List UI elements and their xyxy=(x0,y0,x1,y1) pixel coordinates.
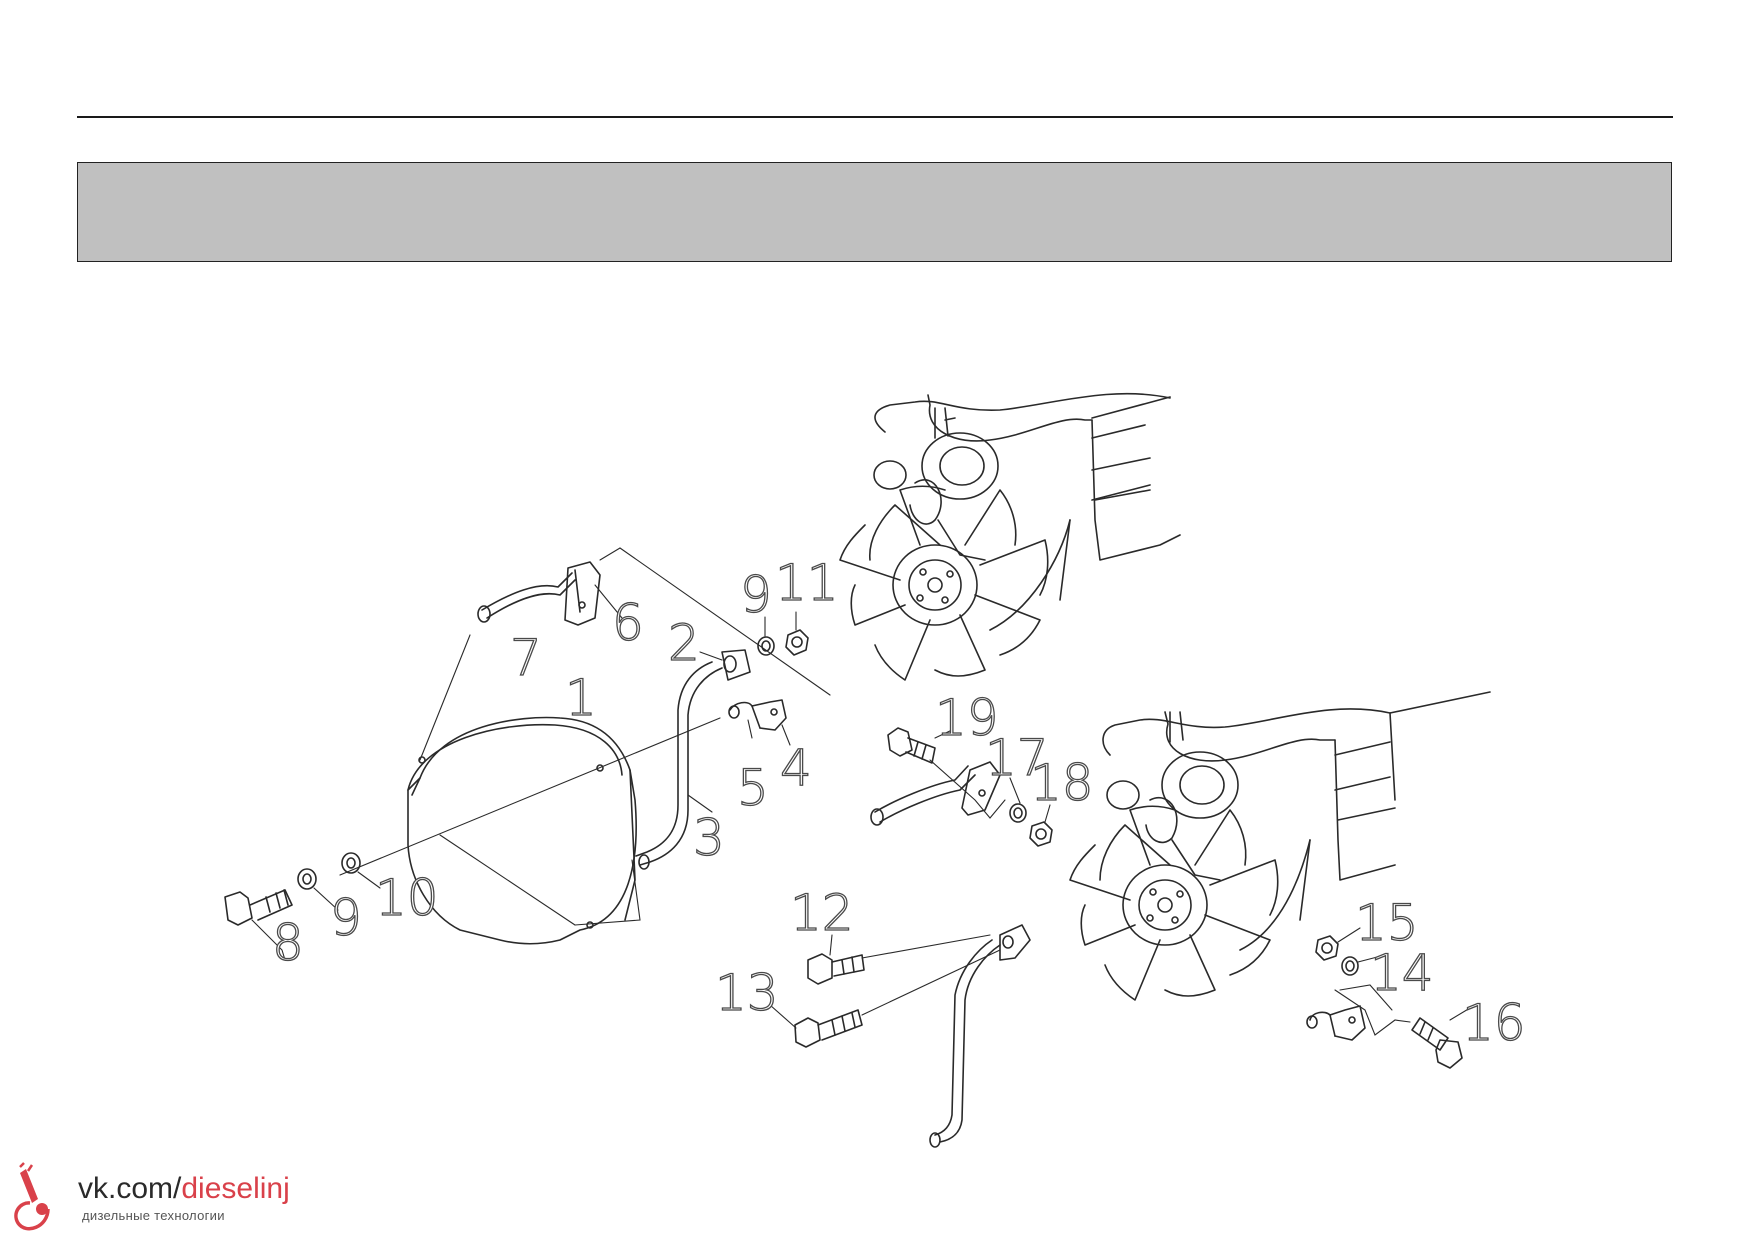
banjo-fitting-part-14 xyxy=(1306,984,1411,1041)
oil-line-part-3 xyxy=(635,661,723,870)
fan-upper xyxy=(839,485,1049,681)
bolt-part-16 xyxy=(1411,1007,1471,1069)
watermark-prefix: vk.com/ xyxy=(78,1172,182,1205)
washer-part-14 xyxy=(1341,954,1386,976)
callout-1: 1 xyxy=(565,669,597,727)
bolt-part-13 xyxy=(769,949,1001,1048)
engine-block-upper xyxy=(873,392,1181,631)
callout-18: 18 xyxy=(1030,754,1094,812)
nut-part-18 xyxy=(1029,804,1053,847)
banjo-fitting-parts-4-5 xyxy=(728,699,791,746)
watermark-accent: dieselinj xyxy=(181,1172,290,1205)
bracket-part-6 xyxy=(564,561,623,626)
washer-part-10 xyxy=(341,852,381,889)
callout-16: 16 xyxy=(1462,994,1526,1052)
bolt-part-19 xyxy=(887,727,953,764)
washer-part-17 xyxy=(1009,777,1027,823)
callout-19: 19 xyxy=(935,689,999,747)
callout-9-lower: 9 xyxy=(330,889,362,947)
header-band xyxy=(77,162,1672,262)
engine-block-lower xyxy=(1102,691,1491,951)
tube-bracket-middle xyxy=(870,759,1006,826)
callout-5: 5 xyxy=(737,759,769,817)
watermark-url[interactable]: vk.com/dieselinj xyxy=(78,1172,290,1206)
callout-3: 3 xyxy=(693,809,725,867)
callout-6: 6 xyxy=(612,594,644,652)
callout-12: 12 xyxy=(790,884,854,942)
callout-2: 2 xyxy=(668,614,700,672)
callout-10: 10 xyxy=(375,869,439,927)
watermark-subtitle: дизельные технологии xyxy=(82,1208,225,1223)
assembly-lines xyxy=(339,547,831,926)
bolt-part-12 xyxy=(807,934,991,985)
callout-15: 15 xyxy=(1355,894,1419,952)
fitting-part-2 xyxy=(699,649,751,681)
tube-part-7 xyxy=(477,572,576,623)
washer-nut-9-11-upper xyxy=(757,611,809,656)
fan-lower xyxy=(1069,805,1279,1001)
callout-labels: 1 2 3 4 5 6 7 8 9 10 9 11 12 13 14 15 16… xyxy=(271,553,1526,1052)
callout-13: 13 xyxy=(715,964,779,1022)
bolt-part-8 xyxy=(224,889,293,961)
nut-part-15 xyxy=(1315,927,1361,961)
callout-8: 8 xyxy=(272,914,304,972)
injector-logo-icon xyxy=(14,1162,50,1231)
callout-7: 7 xyxy=(510,629,542,687)
fan-shroud-part-1 xyxy=(407,716,637,945)
top-rule xyxy=(77,116,1673,118)
callout-14: 14 xyxy=(1370,944,1434,1002)
callout-9-upper: 9 xyxy=(740,566,772,624)
callout-17: 17 xyxy=(985,729,1049,787)
washer-part-9-lower xyxy=(297,868,339,911)
watermark-logo xyxy=(14,1162,50,1231)
oil-line-lower xyxy=(929,924,1031,1148)
callout-4: 4 xyxy=(780,739,812,797)
callout-11: 11 xyxy=(775,554,839,612)
